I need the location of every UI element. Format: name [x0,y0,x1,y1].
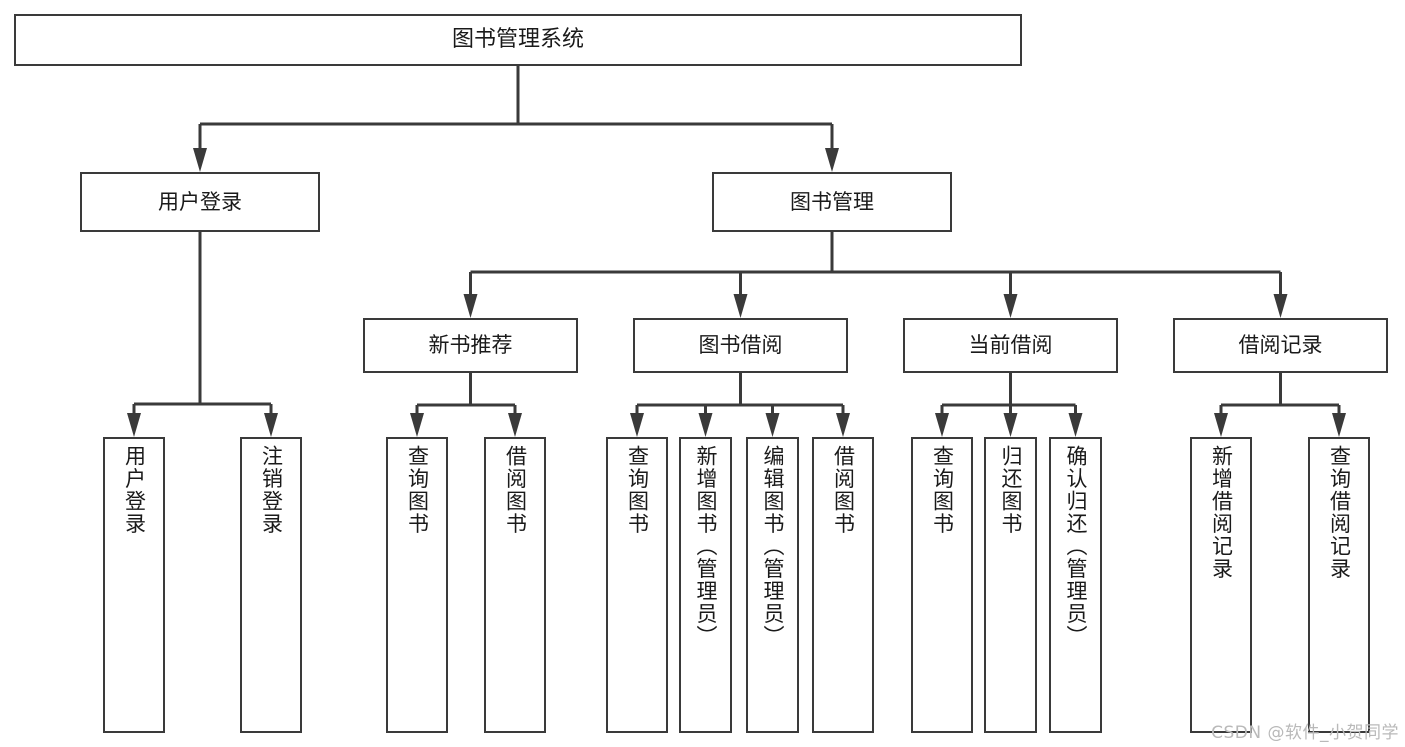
node-leaf-borrow-book-1[interactable]: 借阅图书 [484,437,546,733]
node-new-book-rec[interactable]: 新书推荐 [363,318,578,373]
node-leaf-add-book-label: 新增图书（管理员） [694,445,718,648]
node-leaf-query-book-1[interactable]: 查询图书 [386,437,448,733]
node-leaf-edit-book-label: 编辑图书（管理员） [761,445,785,648]
node-leaf-add-record-label: 新增借阅记录 [1209,445,1234,580]
node-leaf-add-record[interactable]: 新增借阅记录 [1190,437,1252,733]
node-new-book-rec-label: 新书推荐 [428,333,513,358]
node-leaf-query-book-3-label: 查询图书 [930,445,955,535]
node-book-manage[interactable]: 图书管理 [712,172,952,232]
node-root[interactable]: 图书管理系统 [14,14,1022,66]
node-leaf-confirm-return-label: 确认归还（管理员） [1064,445,1088,648]
node-leaf-user-login[interactable]: 用户登录 [103,437,165,733]
node-user-login[interactable]: 用户登录 [80,172,320,232]
node-leaf-user-logout[interactable]: 注销登录 [240,437,302,733]
node-leaf-query-record[interactable]: 查询借阅记录 [1308,437,1370,733]
node-leaf-user-login-label: 用户登录 [122,445,147,535]
node-book-borrow[interactable]: 图书借阅 [633,318,848,373]
node-leaf-user-logout-label: 注销登录 [259,445,284,535]
node-leaf-query-record-label: 查询借阅记录 [1327,445,1352,580]
node-leaf-borrow-book-2[interactable]: 借阅图书 [812,437,874,733]
node-user-login-label: 用户登录 [158,189,242,214]
node-leaf-borrow-book-1-label: 借阅图书 [503,445,528,535]
node-leaf-query-book-1-label: 查询图书 [405,445,430,535]
node-leaf-query-book-3[interactable]: 查询图书 [911,437,973,733]
node-book-manage-label: 图书管理 [790,189,874,214]
node-leaf-query-book-2[interactable]: 查询图书 [606,437,668,733]
csdn-watermark: CSDN @软件_小贺同学 [1211,723,1399,743]
node-leaf-query-book-2-label: 查询图书 [625,445,650,535]
node-leaf-edit-book[interactable]: 编辑图书（管理员） [746,437,799,733]
node-borrow-record-label: 借阅记录 [1238,333,1323,358]
node-current-borrow-label: 当前借阅 [968,333,1053,358]
node-book-borrow-label: 图书借阅 [698,333,783,358]
node-root-label: 图书管理系统 [451,27,584,53]
node-leaf-return-book-label: 归还图书 [999,445,1023,535]
node-borrow-record[interactable]: 借阅记录 [1173,318,1388,373]
node-current-borrow[interactable]: 当前借阅 [903,318,1118,373]
node-leaf-add-book[interactable]: 新增图书（管理员） [679,437,732,733]
node-leaf-return-book[interactable]: 归还图书 [984,437,1037,733]
node-leaf-borrow-book-2-label: 借阅图书 [831,445,856,535]
node-leaf-confirm-return[interactable]: 确认归还（管理员） [1049,437,1102,733]
